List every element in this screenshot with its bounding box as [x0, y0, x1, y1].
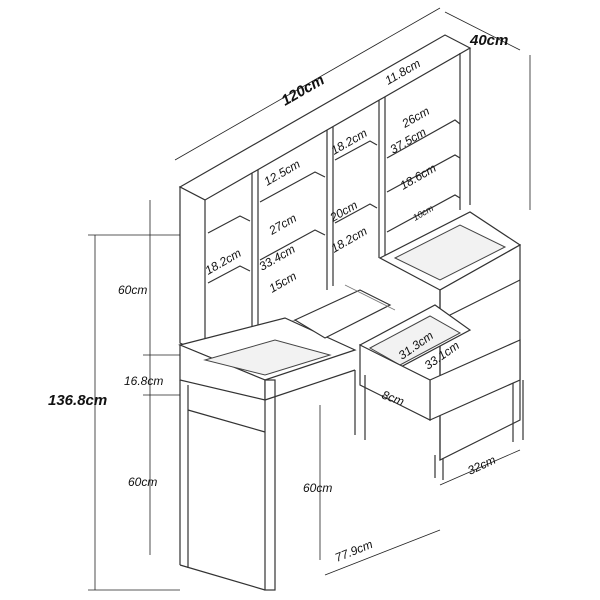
label-mid-bottom-height: 15cm	[267, 269, 299, 296]
label-center-lower-height: 18.2cm	[329, 224, 370, 256]
label-width: 120cm	[279, 71, 328, 109]
label-total-height: 136.8cm	[48, 392, 107, 409]
label-mid-middle-height: 27cm	[266, 211, 299, 238]
drawer-cabinet	[354, 211, 524, 480]
label-right-mid-height: 18.6cm	[398, 161, 439, 193]
label-right-upper-height: 26cm	[399, 104, 432, 131]
label-depth: 40cm	[469, 32, 508, 49]
label-center-shelf-width: 20cm	[327, 198, 360, 225]
label-cabinet-depth: 32cm	[465, 453, 498, 478]
label-leg-height: 60cm	[128, 475, 157, 489]
label-left-shelf-height: 18.2cm	[203, 246, 244, 278]
label-right-low-height: 10cm	[411, 203, 435, 223]
label-apron-height: 16.8cm	[124, 374, 163, 388]
desk	[178, 284, 396, 591]
dimension-lines	[88, 7, 531, 591]
label-knee-width: 77.9cm	[333, 537, 375, 565]
hutch	[178, 34, 472, 356]
label-knee-height: 60cm	[303, 481, 332, 495]
label-hutch-height: 60cm	[118, 283, 147, 297]
